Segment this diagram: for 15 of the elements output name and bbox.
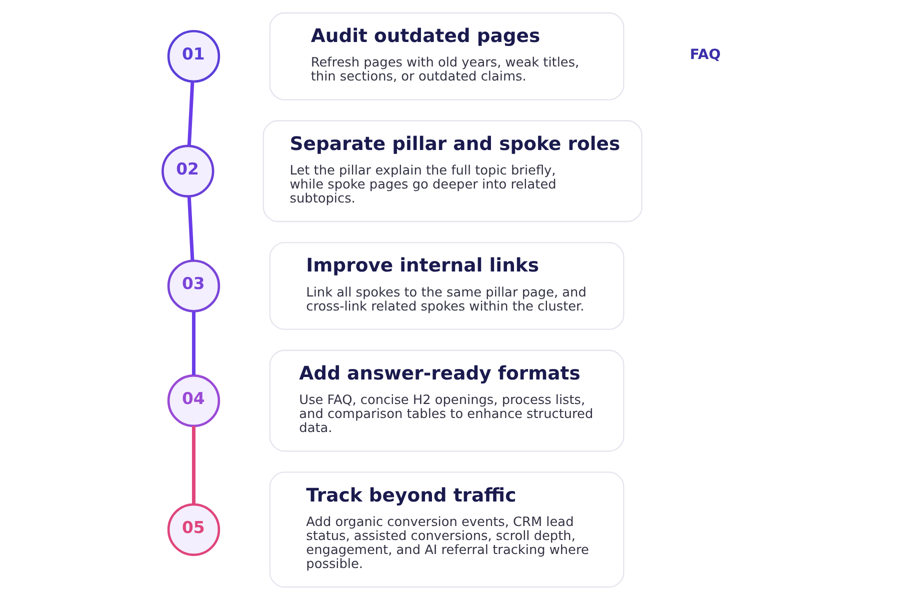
connector bbox=[187, 82, 194, 146]
connector bbox=[187, 196, 194, 260]
node-circle: 02 bbox=[162, 144, 214, 198]
node-box: Audit outdated pages Refresh pages with old years, weak titles, thin sections, or outdated claims. bbox=[269, 12, 624, 100]
node-box: Track beyond traffic Add organic conversion events, CRM lead status, assisted conversions, scroll depth, engagement, and AI referral tracking where possible. bbox=[269, 472, 624, 588]
node-circle: 03 bbox=[167, 260, 220, 312]
node-circle: 04 bbox=[167, 374, 220, 428]
connector bbox=[192, 426, 196, 504]
label: FAQ bbox=[690, 46, 721, 63]
node-box: Improve internal links Link all spokes to the same pillar page, and cross-link related spokes within the cluster. bbox=[269, 242, 624, 330]
node-circle: 01 bbox=[167, 30, 220, 83]
connector bbox=[192, 312, 196, 376]
node-box: Add answer-ready formats Use FAQ, concise H2 openings, process lists, and comparison tables to enhance structured data. bbox=[269, 350, 624, 452]
node-box: Separate pillar and spoke roles Let the pillar explain the full topic briefly, while spoke pages go deeper into related subtopics. bbox=[262, 120, 642, 222]
node-circle: 05 bbox=[167, 503, 220, 556]
